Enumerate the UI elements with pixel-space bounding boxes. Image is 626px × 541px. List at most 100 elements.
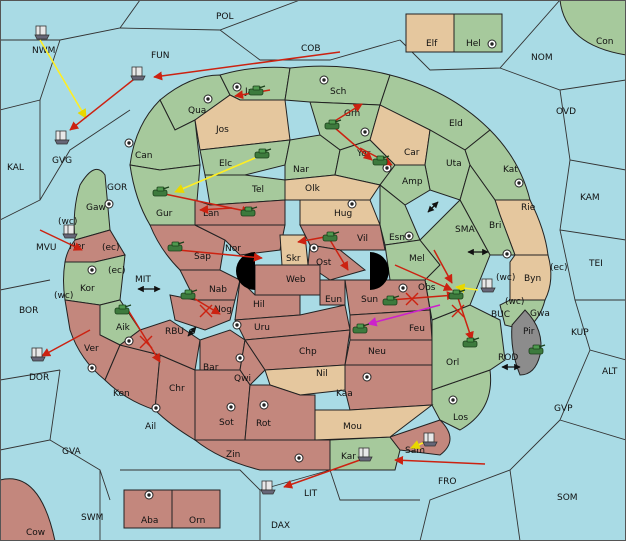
sea-label-fun: FUN	[151, 51, 170, 61]
supply-center-marker	[502, 249, 512, 259]
label-orn: Orn	[189, 516, 205, 526]
sea-label-fro: FRO	[438, 477, 457, 487]
supply-center-marker	[203, 94, 213, 104]
label-nab: Nab	[209, 285, 227, 295]
coast-label-her-ec: (ec)	[102, 243, 120, 253]
supply-center-marker	[319, 75, 329, 85]
territory-aba[interactable]	[123, 489, 173, 529]
territory-pir[interactable]	[511, 309, 542, 376]
label-rie: Rie	[521, 203, 536, 213]
supply-center-marker	[87, 363, 97, 373]
label-zin: Zin	[226, 450, 240, 460]
label-uru: Uru	[254, 323, 270, 333]
sea-label-tei: TEI	[588, 259, 603, 269]
sea-label-con: Con	[596, 37, 614, 47]
label-kar: Kar	[341, 452, 356, 462]
label-olk: Olk	[305, 184, 321, 194]
sea-label-rbu: RBU	[165, 327, 184, 337]
supply-center-marker	[309, 243, 319, 253]
label-nog: Nog	[214, 305, 232, 315]
label-kat: Kat	[503, 165, 518, 175]
supply-center-marker	[347, 199, 357, 209]
label-tel: Tel	[251, 185, 264, 195]
supply-center-marker	[404, 231, 414, 241]
coast-label-kor-wc: (wc)	[54, 291, 73, 301]
territory-kaa[interactable]	[344, 364, 433, 411]
label-nar: Nar	[293, 165, 309, 175]
territory-hil[interactable]	[234, 278, 301, 321]
label-bri: Bri	[489, 221, 501, 231]
label-jos: Jos	[215, 125, 229, 135]
label-chp: Chp	[299, 347, 317, 357]
supply-center-marker	[294, 453, 304, 463]
supply-center-marker	[87, 265, 97, 275]
supply-center-marker	[514, 178, 524, 188]
label-aik: Aik	[116, 323, 131, 333]
territory-elc[interactable]	[199, 139, 291, 176]
label-neu: Neu	[368, 347, 386, 357]
label-sch: Sch	[330, 87, 346, 97]
label-hel: Hel	[466, 39, 481, 49]
territory-nil[interactable]	[264, 364, 346, 396]
territory-elf[interactable]	[405, 13, 455, 53]
territory-sch[interactable]	[284, 65, 391, 106]
territory-uru[interactable]	[234, 304, 351, 341]
sea-label-kam: KAM	[580, 193, 600, 203]
label-byn: Byn	[524, 274, 541, 284]
territory-byn[interactable]	[509, 254, 552, 301]
sea-label-nom: NOM	[531, 53, 553, 63]
label-ver: Ver	[84, 344, 99, 354]
label-uta: Uta	[446, 159, 462, 169]
label-esm: Esm	[389, 233, 408, 243]
label-hug: Hug	[334, 209, 352, 219]
supply-center-marker	[448, 395, 458, 405]
sea-label-alt: ALT	[602, 367, 618, 377]
sea-label-pol: POL	[216, 12, 234, 22]
supply-center-marker	[151, 403, 161, 413]
sea-label-cob: COB	[301, 44, 321, 54]
supply-center-marker	[124, 336, 134, 346]
territory-sap[interactable]	[149, 224, 226, 271]
label-qua: Qua	[188, 106, 206, 116]
label-elf: Elf	[426, 39, 438, 49]
label-mel: Mel	[409, 254, 425, 264]
label-kor: Kor	[80, 284, 95, 294]
sea-label-rod: ROD	[498, 353, 518, 363]
territory-orn[interactable]	[171, 489, 221, 529]
territory-lan[interactable]	[194, 199, 286, 226]
label-eld: Eld	[449, 119, 463, 129]
central-impassable	[236, 252, 389, 290]
territory-mou[interactable]	[314, 404, 434, 441]
supply-center-marker	[144, 490, 154, 500]
territory-nor[interactable]	[194, 224, 286, 256]
territory-rot[interactable]	[244, 384, 316, 441]
supply-center-marker	[235, 353, 245, 363]
label-sam: Sam	[405, 446, 425, 456]
label-gur: Gur	[156, 209, 173, 219]
label-hil: Hil	[253, 300, 265, 310]
sea-label-gvp: GVP	[554, 404, 573, 414]
label-feu: Feu	[409, 324, 425, 334]
sea-label-lit: LIT	[304, 489, 318, 499]
sea-label-dor: DOR	[29, 373, 49, 383]
supply-center-marker	[360, 127, 370, 137]
label-skr: Skr	[286, 254, 301, 264]
label-ken: Ken	[113, 389, 130, 399]
sea-label-buc: BUC	[491, 310, 510, 320]
label-lan: Lan	[203, 209, 219, 219]
label-kaa: Kaa	[336, 389, 353, 399]
label-pir: Pir	[523, 327, 535, 337]
label-orl: Orl	[446, 358, 459, 368]
coast-label-kor-ec: (ec)	[108, 266, 126, 276]
territory-neu[interactable]	[344, 339, 433, 366]
label-elc: Elc	[219, 159, 232, 169]
label-web: Web	[286, 275, 306, 285]
supply-center-marker	[226, 402, 236, 412]
coast-label-gwa-wc: (wc)	[505, 297, 524, 307]
territory-kor[interactable]	[63, 254, 126, 306]
territory-vil[interactable]	[299, 224, 386, 251]
label-los: Los	[453, 413, 468, 423]
territory-nog[interactable]	[169, 294, 236, 331]
territory-can[interactable]	[129, 99, 201, 171]
sea-label-mvu: MVU	[36, 243, 57, 253]
